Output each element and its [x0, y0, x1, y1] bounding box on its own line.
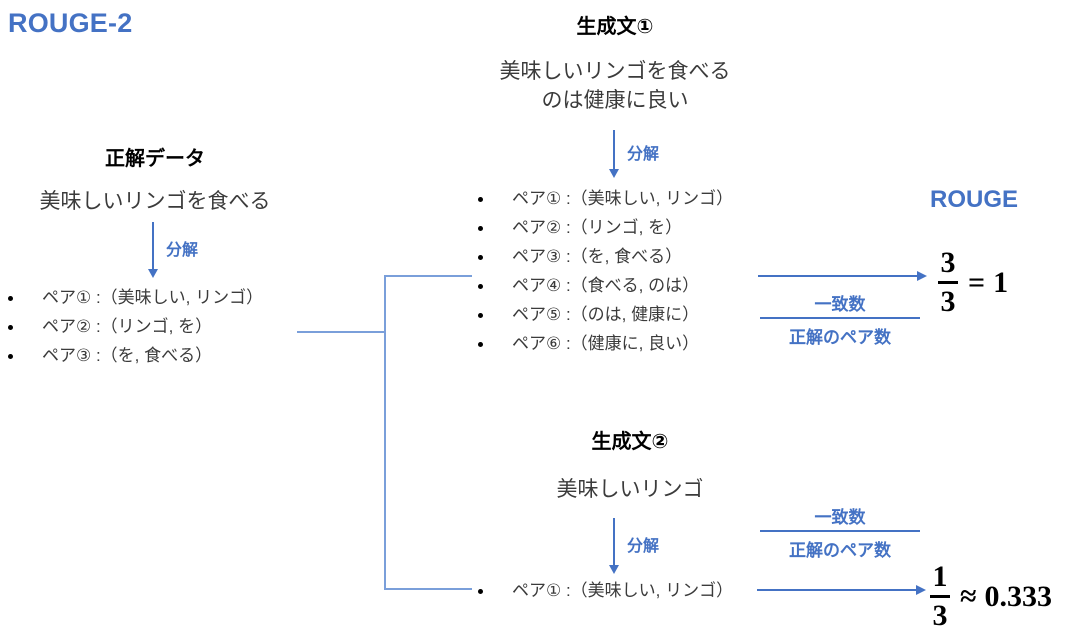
candidate1-result-numerator: 3 — [940, 246, 956, 279]
candidate2-formula-bar — [760, 530, 920, 532]
candidate2-heading: 生成文② — [591, 431, 669, 453]
list-item: ペア① :（美味しい, リンゴ） — [470, 184, 790, 213]
candidate1-decompose-label: 分解 — [627, 146, 660, 163]
candidate1-decompose-arrow — [609, 130, 619, 178]
list-item: ペア⑥ :（健康に, 良い） — [470, 329, 790, 358]
list-item: ペア① :（美味しい, リンゴ） — [470, 576, 790, 605]
candidate1-sentence-line2: のは健康に良い — [541, 88, 689, 112]
list-item: ペア③ :（を, 食べる） — [470, 242, 790, 271]
candidate1-sentence-line1: 美味しいリンゴを食べる — [499, 60, 731, 83]
candidate2-result-value: 0.333 — [984, 579, 1052, 613]
candidate2-formula: 一致数 正解のペア数 — [760, 503, 920, 561]
bracket-branch-bottom — [384, 588, 472, 590]
candidate1-pair-list: ペア① :（美味しい, リンゴ） ペア② :（リンゴ, を） ペア③ :（を, … — [470, 184, 790, 358]
reference-sentence: 美味しいリンゴを食べる — [39, 190, 271, 213]
candidate2-result-operator: ≈ — [960, 579, 977, 613]
list-item: ペア② :（リンゴ, を） — [0, 312, 300, 341]
fraction-bar-icon — [930, 595, 950, 598]
candidate1-formula: 一致数 正解のペア数 — [760, 290, 920, 348]
candidate2-pair-list: ペア① :（美味しい, リンゴ） — [470, 576, 790, 605]
reference-decompose-arrow — [148, 222, 158, 278]
candidate2-result-fraction: 1 3 — [930, 562, 950, 631]
candidate1-formula-numerator: 一致数 — [814, 295, 866, 314]
candidate1-result-operator: = — [968, 265, 986, 299]
bracket-stem — [297, 331, 385, 333]
candidate2-sentence: 美味しいリンゴ — [556, 478, 704, 501]
candidate2-result: 1 3 ≈ 0.333 — [930, 562, 1052, 631]
candidate2-formula-numerator: 一致数 — [814, 508, 866, 527]
list-item: ペア④ :（食べる, のは） — [470, 271, 790, 300]
candidate1-formula-denominator: 正解のペア数 — [789, 328, 891, 347]
candidate2-result-denominator: 3 — [932, 599, 948, 632]
list-item: ペア⑤ :（のは, 健康に） — [470, 300, 790, 329]
fraction-bar-icon — [938, 281, 958, 284]
candidate1-result-arrow — [758, 271, 927, 281]
bracket-spine — [384, 275, 386, 590]
candidate2-result-arrow — [757, 585, 926, 595]
list-item: ペア② :（リンゴ, を） — [470, 213, 790, 242]
candidate1-result-fraction: 3 3 — [938, 248, 958, 317]
slide-title: ROUGE-2 — [8, 8, 133, 38]
candidate2-formula-denominator: 正解のペア数 — [789, 541, 891, 560]
bracket-branch-top — [384, 275, 472, 277]
candidate2-decompose-label: 分解 — [627, 538, 660, 555]
candidate1-result: 3 3 = 1 — [938, 248, 1008, 317]
reference-decompose-label: 分解 — [166, 242, 199, 259]
candidate1-sentence: 美味しいリンゴを食べる のは健康に良い — [465, 58, 765, 116]
candidate1-heading: 生成文① — [576, 16, 654, 38]
candidate2-decompose-arrow — [609, 518, 619, 574]
list-item: ペア① :（美味しい, リンゴ） — [0, 283, 300, 312]
list-item: ペア③ :（を, 食べる） — [0, 341, 300, 370]
candidate1-formula-bar — [760, 317, 920, 319]
candidate2-result-numerator: 1 — [932, 560, 948, 593]
rouge-label: ROUGE — [930, 186, 1019, 213]
reference-pair-list: ペア① :（美味しい, リンゴ） ペア② :（リンゴ, を） ペア③ :（を, … — [0, 283, 300, 370]
candidate1-result-value: 1 — [993, 265, 1009, 299]
reference-heading: 正解データ — [105, 148, 205, 170]
candidate1-result-denominator: 3 — [940, 285, 956, 318]
